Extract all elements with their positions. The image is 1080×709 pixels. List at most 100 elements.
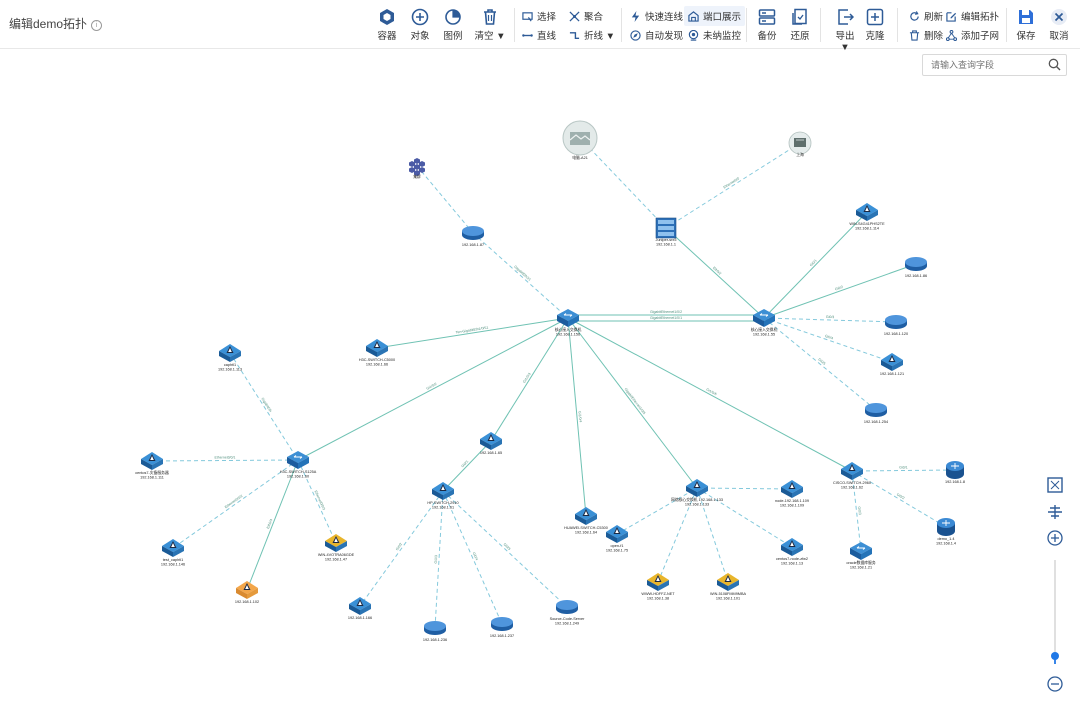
unmanaged-monitor-button[interactable]: 未纳监控	[688, 28, 741, 42]
topology-node[interactable]: 192.168.1.86	[905, 257, 927, 278]
fit-view-icon[interactable]	[1046, 476, 1064, 494]
topology-link[interactable]: Ethernet0/0	[665, 142, 801, 229]
topology-node[interactable]: 电脑-A21	[562, 120, 598, 160]
legend-button[interactable]: 图例	[442, 8, 464, 42]
add-subnet-button[interactable]: 添加子网	[946, 28, 999, 42]
topology-link[interactable]	[579, 137, 667, 229]
topology-link[interactable]: Gi0/4	[442, 490, 503, 625]
topology-node[interactable]: 192.168.1.65	[480, 432, 502, 455]
select-button[interactable]: 选择	[522, 9, 556, 23]
align-center-icon[interactable]	[1046, 503, 1064, 521]
topology-link[interactable]	[696, 487, 729, 583]
clear-dropdown[interactable]: 清空 ▼	[474, 8, 506, 42]
straight-line-button[interactable]: 直线	[522, 28, 556, 42]
topology-link[interactable]: GigabitEth0/1	[472, 232, 569, 319]
topology-link[interactable]	[416, 165, 474, 234]
topology-node[interactable]: 192.168.1.8	[945, 461, 965, 484]
polyline-dropdown[interactable]: 折线 ▼	[569, 28, 615, 42]
topology-link[interactable]	[696, 487, 793, 548]
edit-topology-button[interactable]: 编辑拓扑	[946, 9, 999, 23]
topology-link[interactable]: Ten-GigabitEth1/0/51	[376, 317, 569, 349]
topology-node[interactable]: 192.168.1.120	[884, 315, 908, 336]
quick-connect-button[interactable]: 快速连线	[630, 9, 683, 23]
topology-link[interactable]: Gi0/1	[442, 440, 492, 492]
zoom-slider-track[interactable]	[1054, 560, 1056, 664]
topology-link[interactable]: Gi0/2	[359, 490, 444, 607]
search-input[interactable]	[929, 55, 1045, 75]
topology-link[interactable]: Gi0/3	[434, 490, 444, 629]
object-button[interactable]: 对象	[409, 8, 431, 42]
topology-link[interactable]: Gi1/0/3	[490, 317, 569, 442]
topology-link[interactable]: Gi1/0/2	[297, 317, 569, 461]
topology-node[interactable]: 192.168.1.236	[423, 621, 447, 642]
zoom-in-icon[interactable]	[1046, 529, 1064, 547]
topology-node[interactable]: 192.168.1.102	[235, 581, 259, 604]
aggregate-button[interactable]: 聚合	[569, 9, 603, 23]
topology-link[interactable]: Eth0/4	[246, 459, 299, 591]
topology-node[interactable]: 192.168.1.166	[348, 597, 372, 620]
zoom-out-icon[interactable]	[1046, 675, 1064, 693]
restore-button[interactable]: 还原	[788, 8, 812, 42]
topology-node[interactable]: 上海	[788, 131, 812, 157]
topology-node[interactable]: 192.168.1.254	[864, 403, 888, 424]
topology-node[interactable]: 192.168.1.237	[490, 617, 514, 638]
topology-node[interactable]: 192.168.1.121	[880, 353, 904, 376]
zoom-slider-handle[interactable]	[1051, 651, 1059, 660]
port-display-button[interactable]: 端口展示	[684, 6, 746, 26]
topology-link[interactable]	[696, 487, 793, 490]
topology-link[interactable]: Gi0/3	[763, 315, 897, 323]
save-button[interactable]: 保存	[1015, 8, 1037, 42]
topology-link[interactable]: Gi0/2	[763, 263, 917, 319]
backup-button[interactable]: 备份	[755, 8, 779, 42]
topology-link[interactable]: GigabitEthernet1/0/1	[568, 316, 764, 322]
topology-link[interactable]: Eth0/2	[665, 227, 765, 319]
topology-link[interactable]: Ethernet0/0/1	[151, 455, 299, 462]
topology-link[interactable]: GigabitEthernet1/0/5	[567, 317, 698, 489]
topology-link[interactable]: Gi1/0/4	[567, 317, 587, 517]
topology-link[interactable]: Gi0/4	[763, 317, 893, 363]
topology-link[interactable]: Gi0/3	[851, 470, 862, 552]
topology-canvas[interactable]: GigabitEth0/1 Ethernet0/0Eth0/2GigabitEth…	[0, 49, 1040, 709]
topology-link[interactable]: Gi0/1	[851, 465, 956, 472]
clone-button[interactable]: 克隆	[864, 8, 886, 42]
topology-link[interactable]: Gi1/0/6	[567, 317, 853, 472]
topology-node[interactable]: 集群	[409, 158, 425, 179]
info-icon[interactable]: i	[91, 20, 103, 31]
container-button[interactable]: 容器	[376, 8, 398, 42]
topology-link[interactable]: Gi0/1	[763, 211, 868, 319]
topology-link[interactable]: Gi0/2	[851, 470, 947, 528]
export-dropdown[interactable]: 导出 ▼	[830, 8, 860, 53]
cancel-button[interactable]: 取消	[1048, 8, 1070, 42]
delete-button[interactable]: 删除	[909, 28, 943, 42]
refresh-button[interactable]: 刷新	[909, 9, 943, 23]
auto-discover-button[interactable]: 自动发现	[630, 28, 683, 42]
topology-link[interactable]: Gi0/5	[763, 317, 877, 411]
topology-link[interactable]	[657, 487, 698, 583]
search-icon[interactable]	[1048, 58, 1061, 71]
topology-node[interactable]: 192.168.1.87	[462, 226, 484, 247]
topology-link[interactable]: GigabitEthernet1/0/2	[568, 310, 764, 316]
topology-link[interactable]	[616, 487, 698, 535]
